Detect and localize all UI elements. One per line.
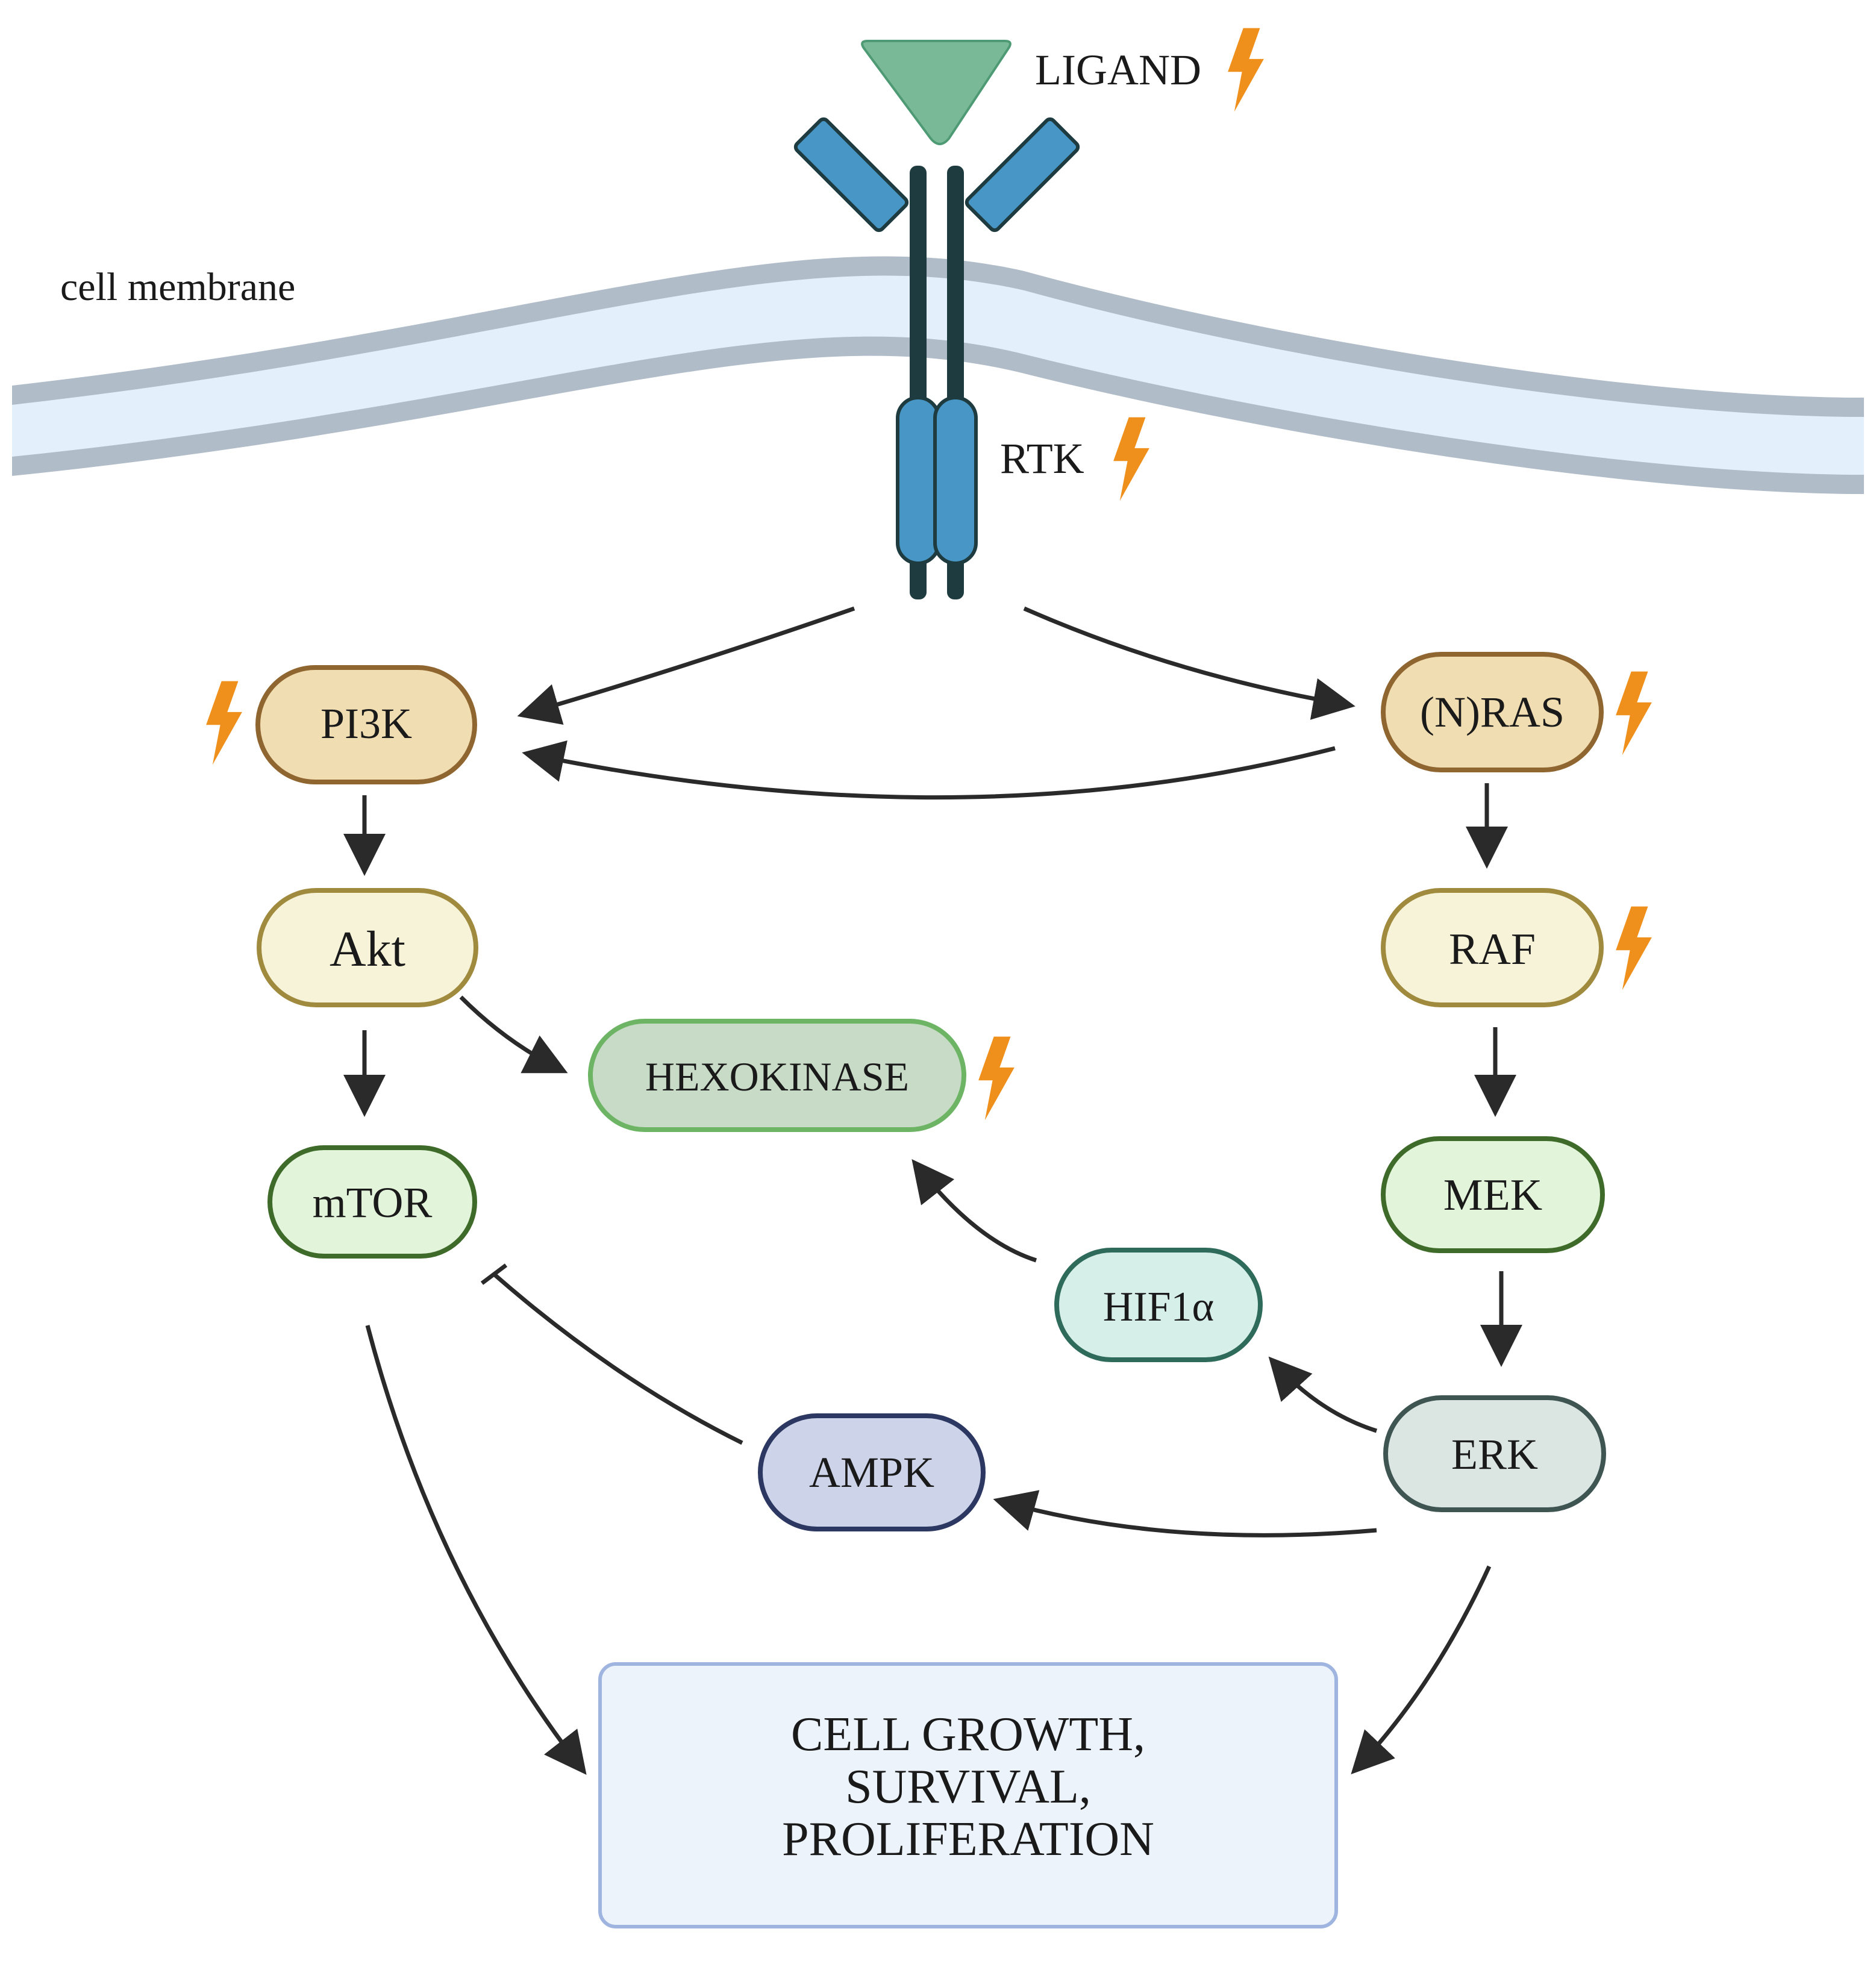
arrow-erk-to-hif1a [1268, 1356, 1378, 1433]
node-mek: MEK [1381, 1136, 1605, 1253]
node-hexokinase: HEXOKINASE [588, 1019, 966, 1132]
pathway-arrows [343, 606, 1522, 1775]
inhibition-ampk-to-mtor [492, 1272, 743, 1445]
ampk-label: AMPK [809, 1448, 934, 1497]
ligand-label: LIGAND [1035, 46, 1201, 94]
node-ampk: AMPK [758, 1413, 986, 1531]
mtor-label: mTOR [313, 1178, 433, 1227]
inhibition-bar [480, 1263, 508, 1285]
arrow-rtk-to-pi3k [517, 606, 855, 725]
arrow-nras-to-pi3k [522, 740, 1336, 800]
membrane-inner-layer [12, 275, 1864, 475]
pi3k-label: PI3K [320, 699, 412, 748]
arrow-erk-to-outcome [1351, 1565, 1492, 1775]
rtk-transmembrane-left [896, 396, 940, 565]
outcome-box: CELL GROWTH, SURVIVAL, PROLIFERATION [598, 1662, 1338, 1928]
rtk-label: RTK [1000, 434, 1084, 483]
node-raf: RAF [1381, 888, 1604, 1007]
cell-membrane [12, 256, 1864, 494]
akt-label: Akt [330, 921, 405, 977]
arrow-rtk-to-nras [1023, 606, 1355, 720]
arrow-mtor-to-outcome [365, 1325, 587, 1775]
node-pi3k: PI3K [255, 665, 477, 784]
rtk-arm-left [793, 117, 909, 233]
arrow-akt-to-hexokinase [459, 995, 568, 1074]
rtk-lightning-bolt-icon [1113, 418, 1149, 501]
hexokinase-lightning-bolt-icon [978, 1037, 1015, 1121]
erk-label: ERK [1451, 1430, 1538, 1478]
raf-label: RAF [1449, 925, 1536, 974]
outcome-line-2: SURVIVAL, [845, 1760, 1091, 1813]
arrow-hif1a-to-hexokinase [911, 1159, 1037, 1263]
raf-lightning-bolt-icon [1616, 907, 1652, 990]
node-akt: Akt [257, 888, 478, 1007]
membrane-band-outer [12, 256, 1864, 494]
hif1a-label: HIF1α [1103, 1284, 1214, 1330]
pi3k-lightning-bolt-icon [206, 681, 242, 765]
rtk-receptor [793, 40, 1080, 599]
ligand-lightning-bolt-icon [1228, 28, 1264, 112]
node-nras: (N)RAS [1381, 652, 1604, 772]
node-erk: ERK [1383, 1395, 1606, 1512]
hexokinase-label: HEXOKINASE [645, 1054, 909, 1099]
node-hif1a: HIF1α [1054, 1248, 1263, 1362]
outcome-line-3: PROLIFERATION [782, 1813, 1154, 1866]
rtk-transmembrane-right [933, 396, 978, 565]
mek-label: MEK [1443, 1171, 1542, 1220]
cell-membrane-label: cell membrane [60, 265, 295, 309]
nras-label: (N)RAS [1420, 688, 1565, 736]
outcome-line-1: CELL GROWTH, [791, 1708, 1145, 1761]
ligand-shape [861, 40, 1011, 145]
rtk-arm-right [965, 117, 1080, 233]
node-mtor: mTOR [267, 1145, 477, 1259]
nras-lightning-bolt-icon [1616, 672, 1652, 755]
arrow-erk-to-ampk [993, 1490, 1377, 1537]
